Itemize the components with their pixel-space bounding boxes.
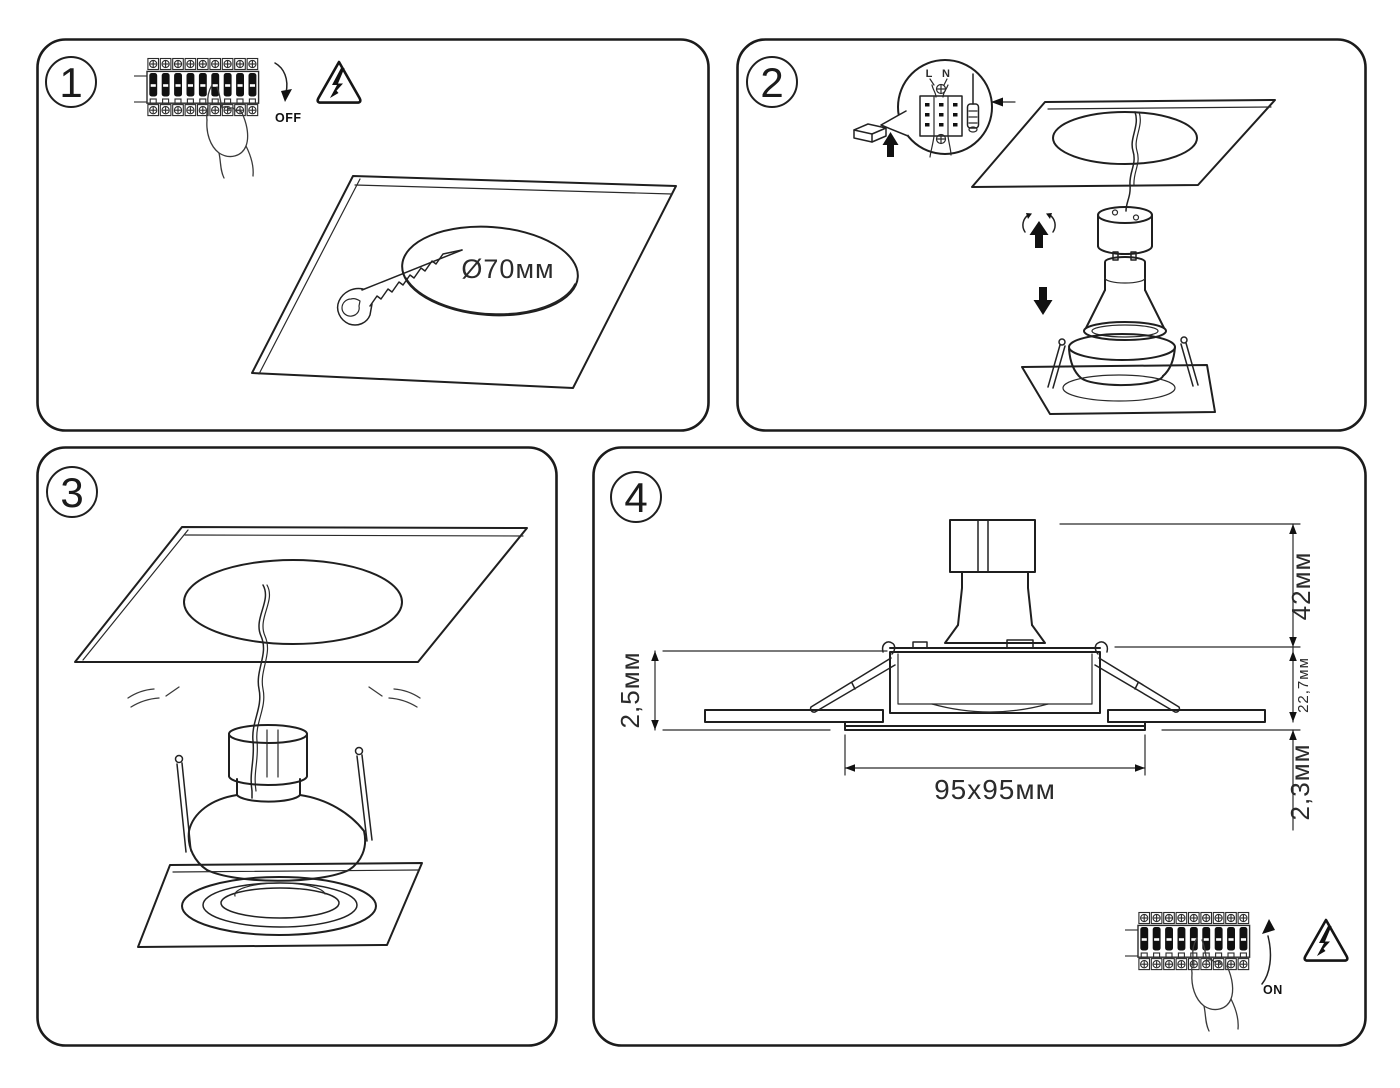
dimension-cutout-plate: 95x95мм xyxy=(844,734,1146,805)
fixture-illustration xyxy=(137,724,423,948)
step-number: 1 xyxy=(59,59,82,106)
trim-lip xyxy=(844,721,1146,731)
step-4-panel: 4 xyxy=(592,446,1367,1047)
pointing-hand-icon xyxy=(206,84,254,179)
terminal-block xyxy=(919,83,963,158)
flange-thickness-label: 2,5мм xyxy=(615,652,645,729)
panel-frame xyxy=(592,446,1367,1047)
dimension-flange-thickness: 2,5мм xyxy=(615,650,888,731)
terminal-live-label: L xyxy=(926,68,933,80)
panel-frame xyxy=(36,38,710,432)
recessed-depth-label: 22,7мм xyxy=(1295,657,1312,713)
ceiling-slab xyxy=(704,709,1266,723)
cutout-plate-label: 95x95мм xyxy=(934,774,1056,805)
supply-wire xyxy=(1125,111,1137,212)
saw-icon xyxy=(336,249,463,326)
dimension-recessed-depth: 22,7мм xyxy=(1289,646,1312,723)
spring-clips xyxy=(174,746,373,853)
off-arrow-icon xyxy=(274,62,292,102)
supply-wire xyxy=(250,584,267,799)
on-arrow-icon xyxy=(1261,919,1275,985)
step-3-panel: 3 xyxy=(36,446,558,1047)
circuit-breaker-illustration: OFF xyxy=(134,59,302,179)
twist-up-arrow-icon xyxy=(1022,213,1056,248)
circuit-breaker-illustration: ON xyxy=(1125,913,1283,1032)
spring-clips xyxy=(809,641,1181,713)
wiring-detail-bubble: L N xyxy=(880,59,1016,158)
terminal-neutral-label: N xyxy=(942,68,950,80)
step-1-panel: 1 OFF Ø70мм xyxy=(36,38,710,432)
dimension-height-above-ceiling: 42мм xyxy=(1059,523,1316,648)
power-off-label: OFF xyxy=(275,111,302,125)
ceiling-cutout-illustration: Ø70мм xyxy=(251,175,677,389)
fixture-ring xyxy=(1068,333,1176,361)
square-trim xyxy=(137,862,423,948)
up-arrow-icon xyxy=(882,132,899,157)
dimension-trim-lip: 2,3мм xyxy=(1161,729,1315,831)
height-above-ceiling-label: 42мм xyxy=(1286,552,1316,621)
hole-diameter-label: Ø70мм xyxy=(461,254,554,284)
ceiling-panel-illustration xyxy=(74,526,528,799)
step-number: 4 xyxy=(624,474,647,521)
down-arrow-icon xyxy=(1033,287,1053,315)
step-number-badge: 3 xyxy=(46,466,98,518)
ceiling-panel-illustration xyxy=(971,99,1276,212)
step-number: 2 xyxy=(760,59,783,106)
cutout-disc-edge xyxy=(405,277,576,315)
spring-clips xyxy=(1047,336,1199,389)
electric-warning-icon xyxy=(316,60,362,104)
trim-lip-label: 2,3мм xyxy=(1285,744,1315,821)
step-number-badge: 4 xyxy=(610,471,662,523)
screwdriver-icon xyxy=(966,73,980,133)
lamp-assembly-illustration xyxy=(1021,206,1216,415)
step-number-badge: 1 xyxy=(45,56,97,108)
panel-frame xyxy=(736,38,1367,432)
step-number: 3 xyxy=(60,469,83,516)
insert-direction-arrow-icon xyxy=(991,97,1016,107)
step-2-panel: 2 L N xyxy=(736,38,1367,432)
square-trim xyxy=(1021,364,1216,415)
panel-frame xyxy=(36,446,558,1047)
electric-warning-icon xyxy=(1303,918,1349,962)
step-number-badge: 2 xyxy=(746,56,798,108)
cross-section-illustration: 2,5мм 42мм 22,7мм 2,3мм 95 xyxy=(615,519,1316,831)
pointing-hand-icon xyxy=(1191,937,1239,1032)
power-on-label: ON xyxy=(1263,983,1283,997)
motion-marks xyxy=(127,686,421,708)
wire-connector-illustration xyxy=(853,123,899,157)
